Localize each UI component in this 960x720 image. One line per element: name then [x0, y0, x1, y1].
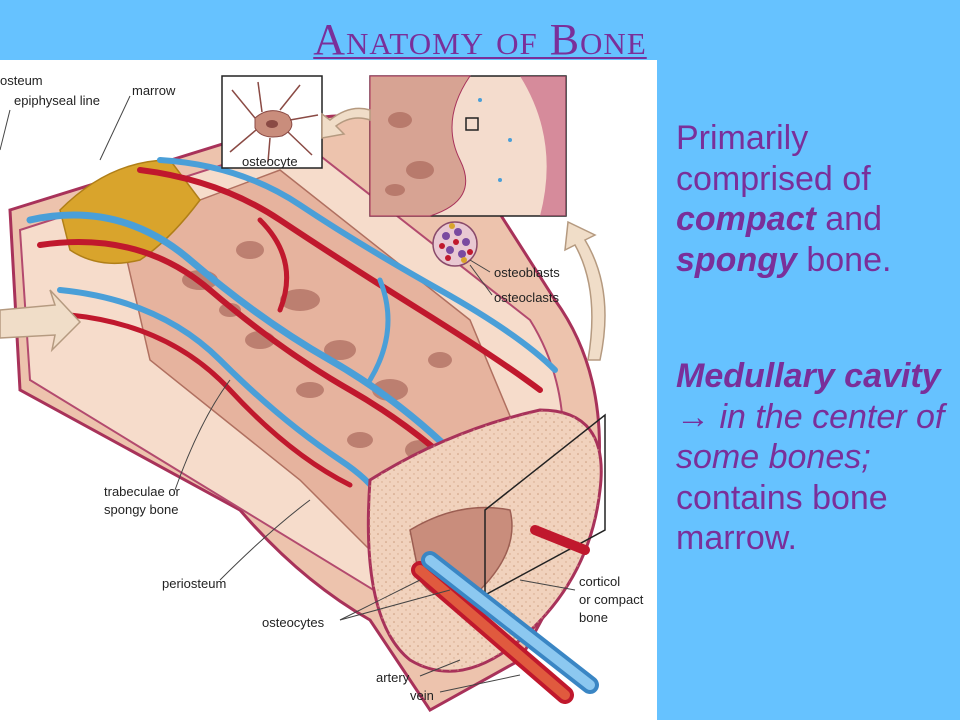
label-epiphyseal-line: epiphyseal line: [14, 93, 100, 108]
label-trabeculae-line2: spongy bone: [104, 502, 178, 517]
p1-end: bone.: [796, 240, 892, 279]
p1-and: and: [815, 200, 883, 238]
spongy-term: spongy: [676, 240, 797, 279]
slide-body-text: Primarily comprised of compact and spong…: [676, 118, 954, 559]
leader-lines: [0, 95, 576, 693]
label-marrow: marrow: [132, 83, 176, 98]
paragraph-medullary: Medullary cavity → in the center of some…: [676, 356, 954, 559]
bone-diagram: osteum epiphyseal line marrow osteocyte …: [0, 73, 644, 712]
diagram-labels: osteum epiphyseal line marrow osteocyte …: [0, 73, 644, 703]
compact-term: compact: [676, 200, 816, 238]
paragraph-composition: Primarily comprised of compact and spong…: [676, 118, 954, 280]
arrow-left-edge: [0, 289, 82, 353]
label-periosteum: periosteum: [162, 576, 226, 591]
label-corticol-line3: bone: [579, 610, 608, 625]
arrow-to-osteocyte: [321, 107, 371, 139]
osteocyte-inset: [221, 75, 323, 169]
blood-vessels: [26, 157, 558, 533]
label-osteocytes: osteocytes: [262, 615, 325, 630]
medullary-cavity-term: Medullary cavity: [676, 357, 941, 395]
magnified-bone-inset: [369, 75, 567, 217]
vessel-tubes: [411, 525, 599, 704]
p2-contents: contains bone marrow.: [676, 478, 888, 558]
label-periosteum-top: osteum: [0, 73, 43, 88]
p2-location: in the center of some bones;: [676, 397, 945, 477]
label-vein: vein: [410, 688, 434, 703]
label-corticol-line1: corticol: [579, 574, 620, 589]
label-corticol-line2: or compact: [579, 592, 644, 607]
label-osteoclasts: osteoclasts: [494, 290, 560, 305]
label-osteoblasts: osteoblasts: [494, 265, 560, 280]
bone-diagram-panel: osteum epiphyseal line marrow osteocyte …: [0, 60, 657, 720]
right-arrow-icon: →: [676, 397, 710, 436]
p1-text: Primarily comprised of: [676, 119, 871, 198]
label-trabeculae-line1: trabeculae or: [104, 484, 181, 499]
zoom-region-box: [484, 413, 606, 597]
label-artery: artery: [376, 670, 410, 685]
bone-cells-cluster: [432, 221, 478, 267]
arrow-to-magnified: [564, 220, 606, 361]
callout-arrows: [0, 107, 606, 361]
label-osteocyte: osteocyte: [242, 154, 298, 169]
slide-title: Anatomy of Bone: [313, 15, 647, 64]
